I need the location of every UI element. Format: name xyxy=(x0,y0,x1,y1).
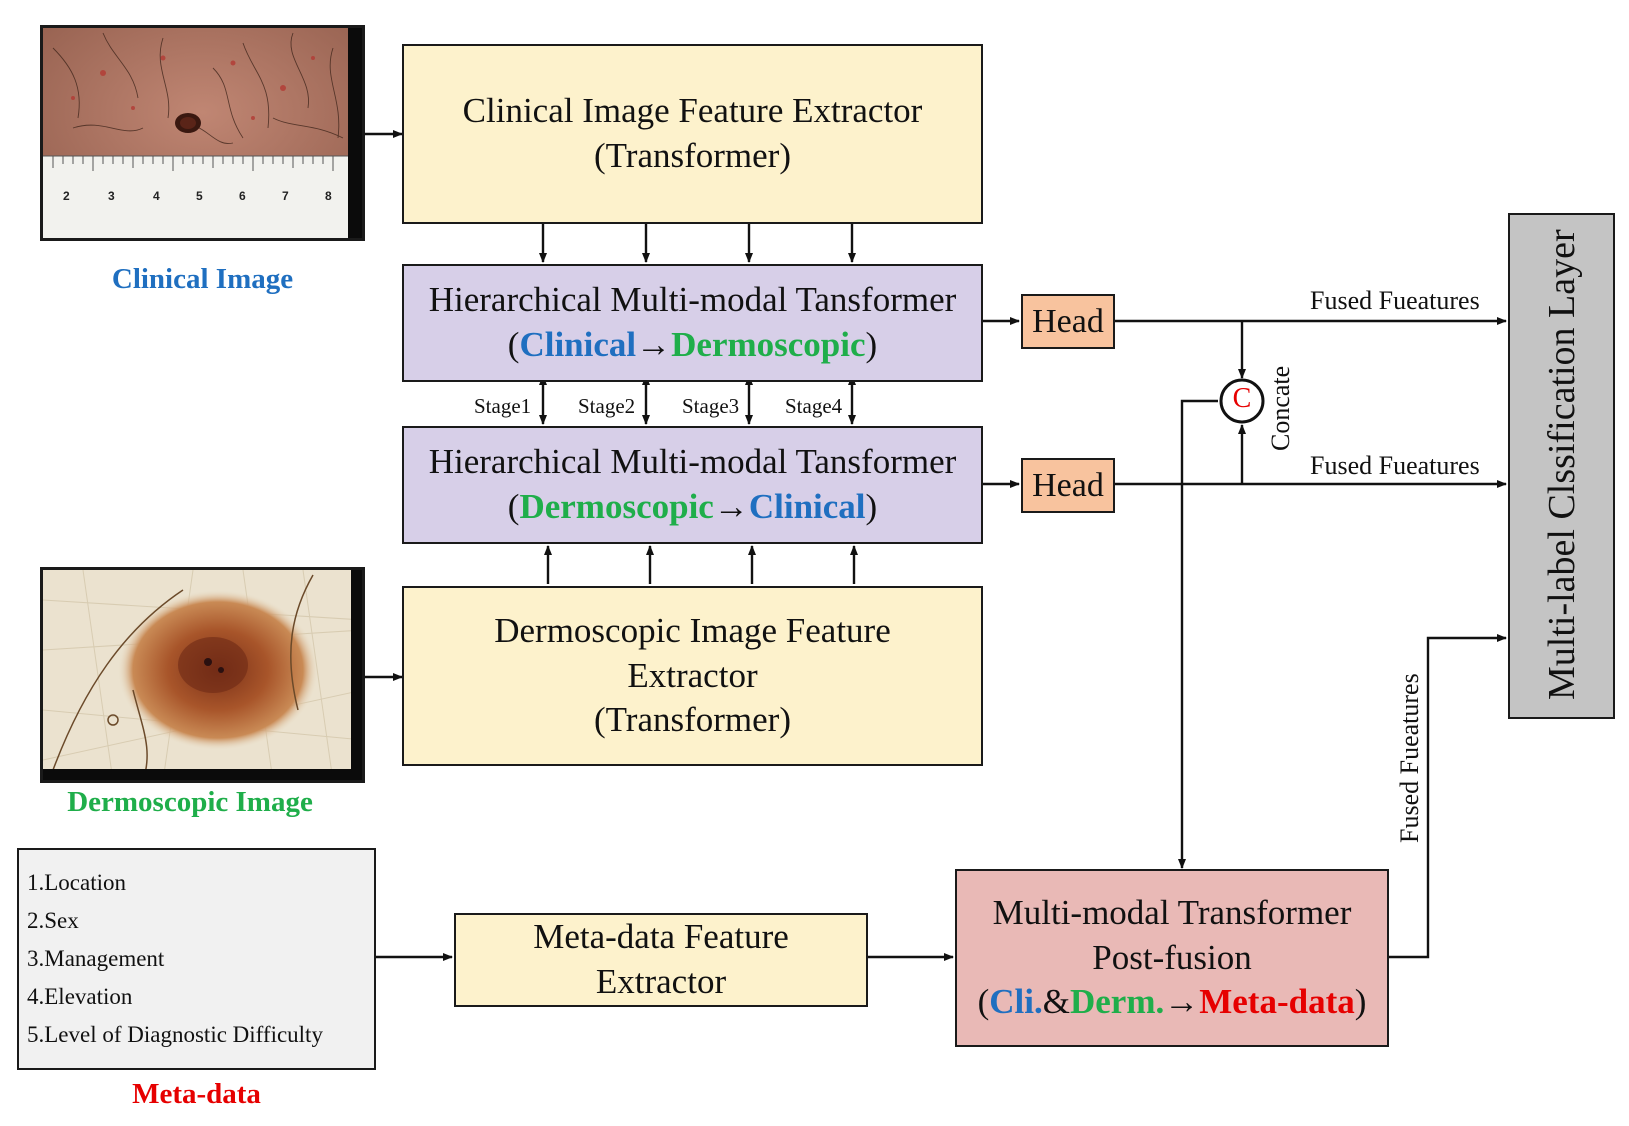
meta-item-diagnostic-difficulty: 5.Level of Diagnostic Difficulty xyxy=(27,1022,323,1047)
meta-item-elevation: 4.Elevation xyxy=(27,984,133,1009)
multi-label-classification-layer xyxy=(1508,213,1615,719)
modality-meta-data: Meta-data xyxy=(1199,982,1355,1022)
fused-features-label-top: Fused Fueatures xyxy=(1310,286,1480,315)
dermo-extractor-title: Dermoscopic Image Feature xyxy=(494,610,891,650)
concat-label: Concate xyxy=(1266,365,1295,451)
dermoscopic-feature-extractor: Dermoscopic Image Feature Extractor (Tra… xyxy=(402,586,983,766)
multi-modal-transformer-post-fusion: Multi-modal Transformer Post-fusion (Cli… xyxy=(955,869,1389,1047)
meta-item-location: 1.Location xyxy=(27,870,126,895)
stage-label-4: Stage4 xyxy=(785,394,843,418)
post-fusion-title: Multi-modal Transformer xyxy=(992,892,1352,932)
hmt-top-direction: (Clinical→Dermoscopic) xyxy=(507,325,878,364)
ruler-number: 4 xyxy=(153,189,160,203)
stage-label-3: Stage3 xyxy=(682,394,740,418)
ruler-number: 2 xyxy=(63,189,70,203)
meta-data-list: 1.Location 2.Sex 3.Management 4.Elevatio… xyxy=(17,848,376,1070)
stage-label-2: Stage2 xyxy=(578,394,636,418)
clinical-image-photo: 2 3 4 5 6 7 8 xyxy=(40,25,365,241)
stage-label-1: Stage1 xyxy=(474,394,532,418)
caption-dermoscopic-image: Dermoscopic Image xyxy=(67,786,313,818)
fused-features-label-vertical: Fused Fueatures xyxy=(1395,673,1424,843)
ruler-number: 6 xyxy=(239,189,246,203)
head-top: Head xyxy=(1021,294,1115,349)
hmt-bottom-direction: (Dermoscopic→Clinical) xyxy=(507,487,878,526)
dermoscopic-image-photo xyxy=(40,567,365,783)
dermo-extractor-subtitle: (Transformer) xyxy=(594,700,791,740)
head-bottom: Head xyxy=(1021,458,1115,513)
fused-features-label-middle: Fused Fueatures xyxy=(1310,451,1480,480)
hmt-bottom-title: Hierarchical Multi-modal Tansformer xyxy=(428,442,957,482)
caption-clinical-image: Clinical Image xyxy=(111,263,294,295)
modality-dermoscopic: Derm. xyxy=(1069,982,1165,1022)
arrow-symbol: → xyxy=(636,325,672,364)
post-fusion-subtitle: Post-fusion xyxy=(1092,937,1252,977)
ruler-number: 5 xyxy=(196,189,203,203)
concat-symbol: C xyxy=(1232,383,1252,414)
modality-clinical: Clinical xyxy=(519,325,637,364)
caption-meta-data: Meta-data xyxy=(132,1078,261,1110)
hierarchical-transformer-dermoscopic-to-clinical: Hierarchical Multi-modal Tansformer (Der… xyxy=(402,426,983,544)
meta-extractor-subtitle: Extractor xyxy=(595,962,727,1001)
modality-clinical: Cli. xyxy=(989,982,1043,1022)
ruler-number: 8 xyxy=(325,189,332,203)
clinical-extractor-subtitle: (Transformer) xyxy=(594,136,791,175)
meta-item-management: 3.Management xyxy=(27,946,165,971)
classifier-label: Multi-label Clssification Layer xyxy=(1541,229,1583,700)
clinical-extractor-title: Clinical Image Feature Extractor xyxy=(462,91,923,131)
meta-extractor-title: Meta-data Feature xyxy=(533,917,789,957)
hierarchical-transformer-clinical-to-dermoscopic: Hierarchical Multi-modal Tansformer (Cli… xyxy=(402,264,983,382)
meta-data-feature-extractor: Meta-data Feature Extractor xyxy=(454,913,868,1007)
modality-dermoscopic: Dermoscopic xyxy=(519,487,714,526)
hmt-top-title: Hierarchical Multi-modal Tansformer xyxy=(428,280,957,320)
ruler-number: 3 xyxy=(108,189,115,203)
modality-clinical: Clinical xyxy=(748,487,866,526)
arrow-symbol: → xyxy=(1164,982,1200,1022)
ruler-number: 7 xyxy=(282,189,289,203)
concat-circle xyxy=(1219,378,1265,424)
clinical-feature-extractor: Clinical Image Feature Extractor (Transf… xyxy=(402,44,983,224)
dermo-extractor-title-2: Extractor xyxy=(627,655,758,695)
modality-dermoscopic: Dermoscopic xyxy=(671,325,866,364)
arrow-symbol: → xyxy=(713,487,749,526)
meta-item-sex: 2.Sex xyxy=(27,908,79,933)
post-fusion-direction: (Cli.&Derm.→Meta-data) xyxy=(977,982,1367,1022)
